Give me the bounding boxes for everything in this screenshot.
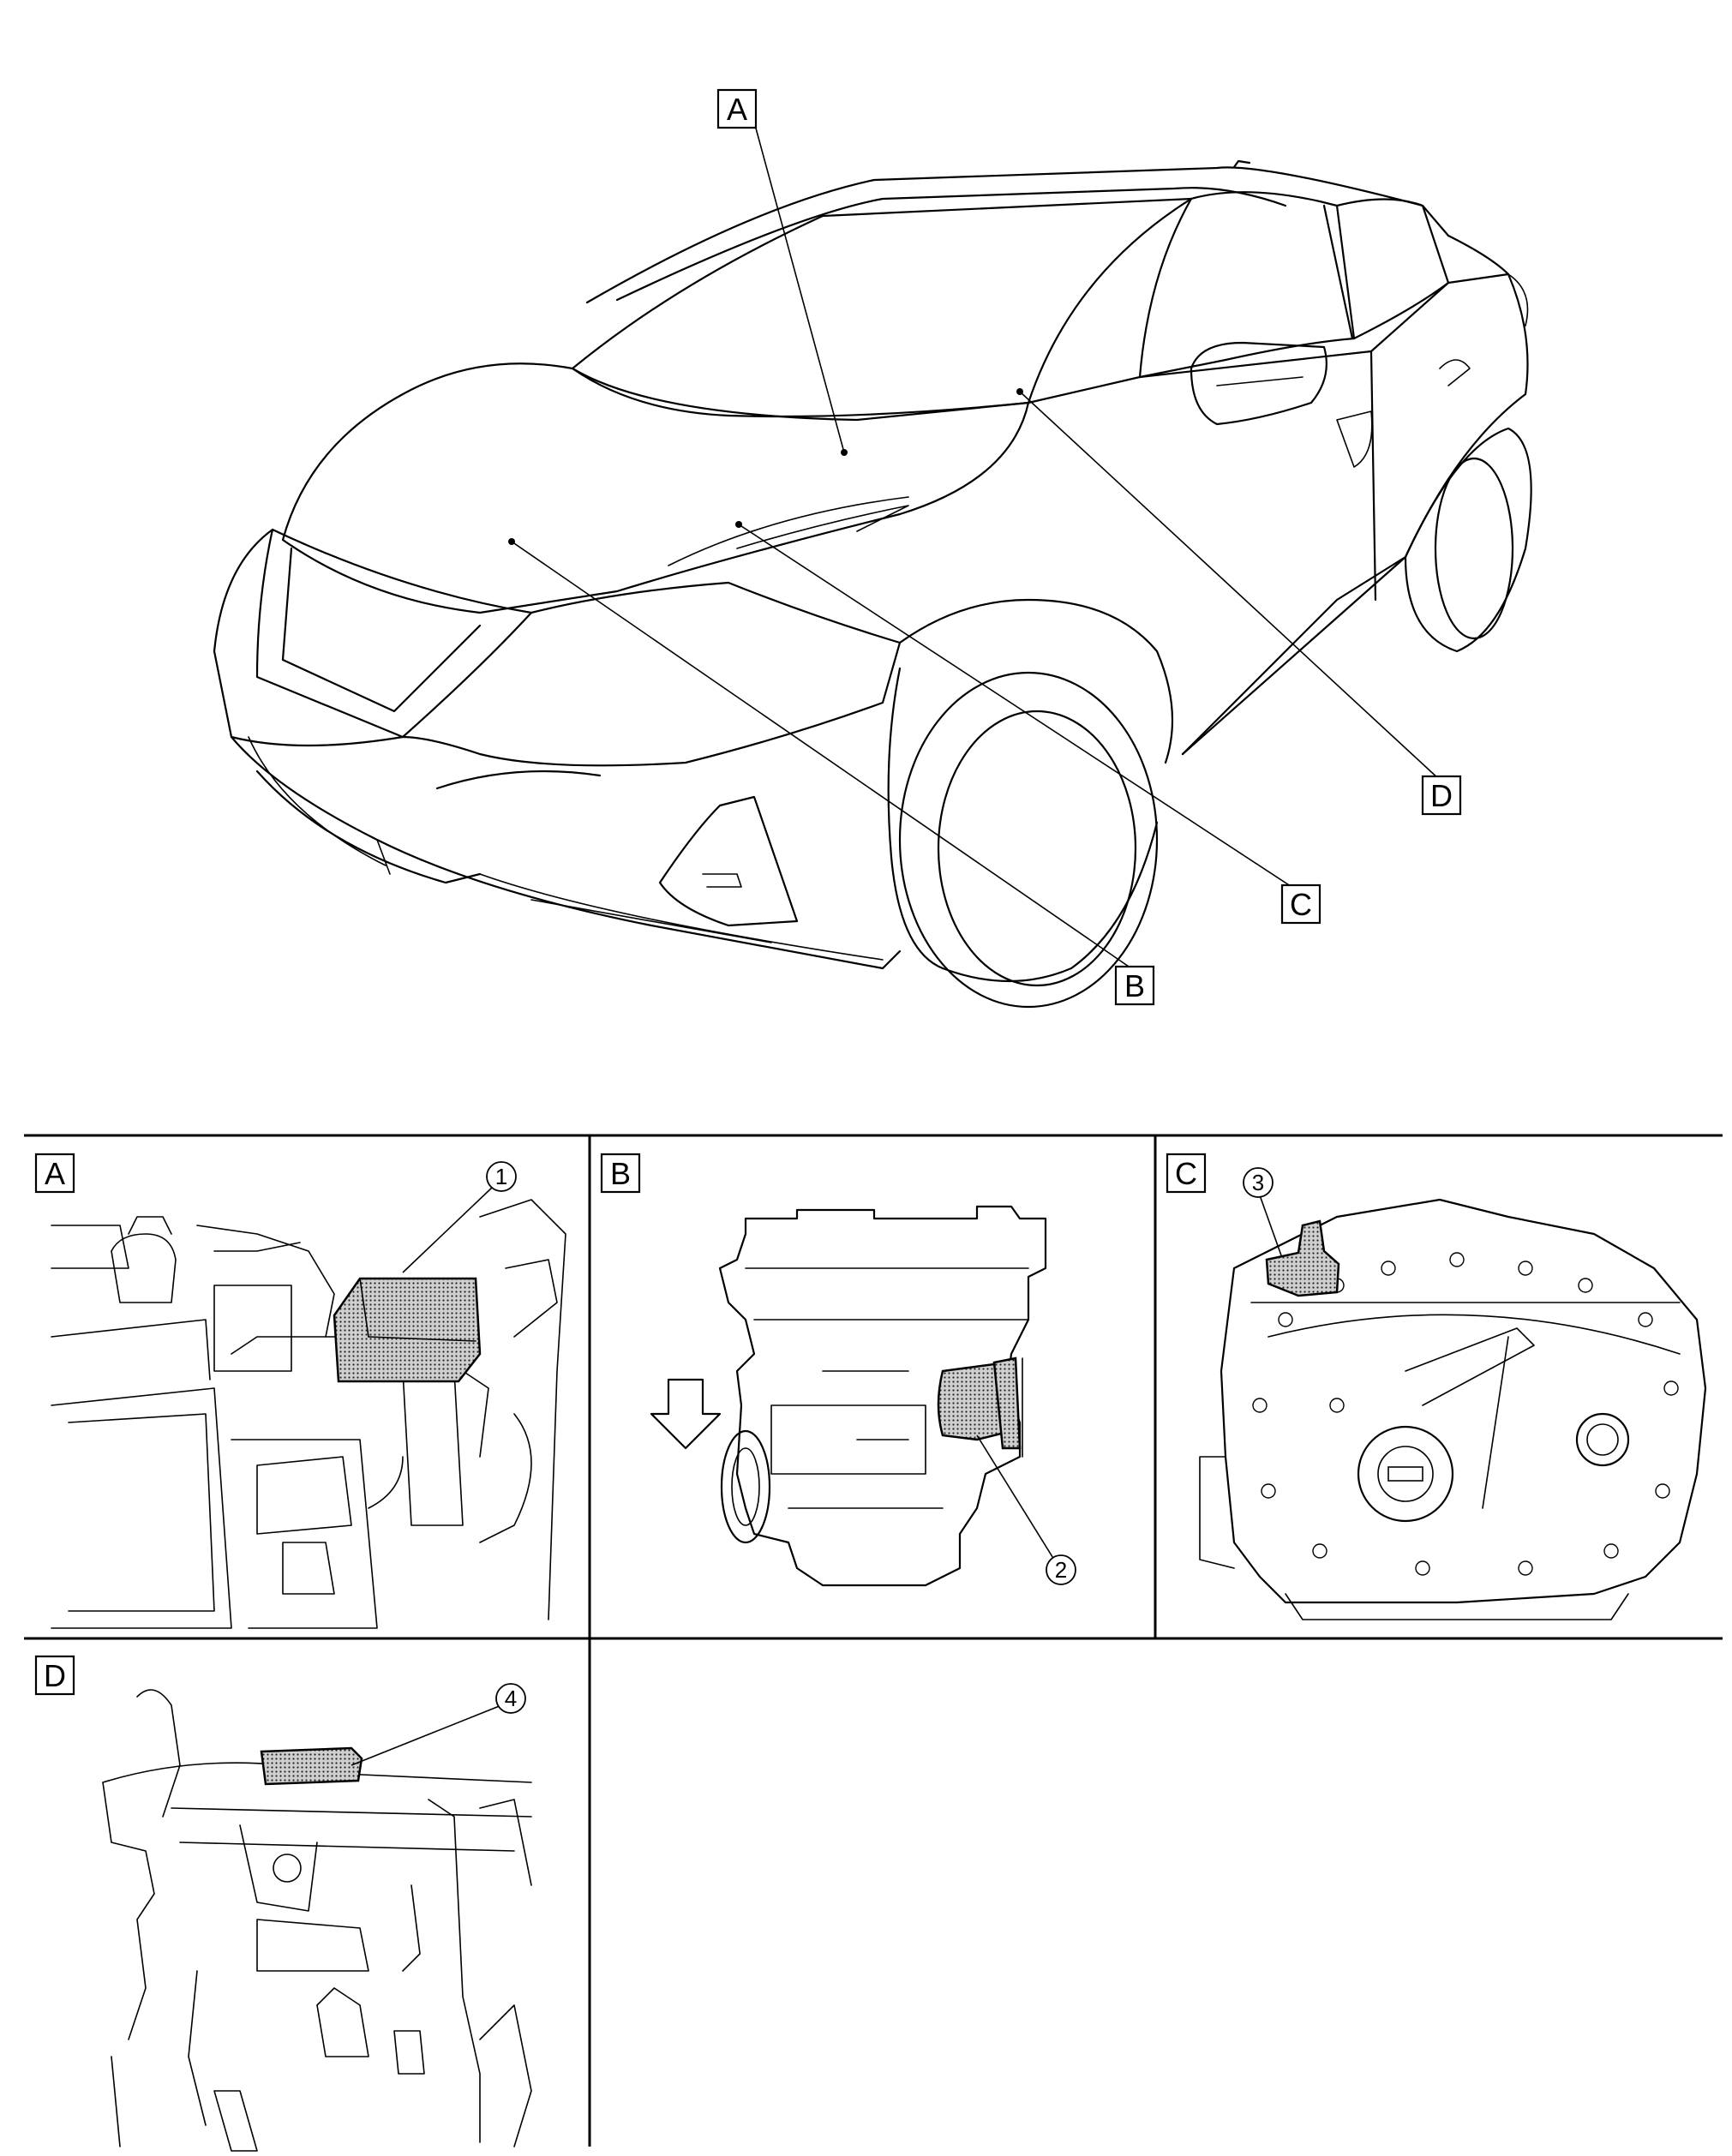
leader-line-d [1019,391,1441,781]
leader-line-b [511,541,1132,969]
leader-dot-a [841,449,848,456]
part-3-marker [1243,1167,1274,1198]
component-1-hatch [333,1277,482,1383]
svg-text:1: 1 [495,1164,507,1189]
callout-c: C [1280,883,1321,925]
panel-b-label: B [610,1156,631,1191]
part-2-marker [1046,1554,1076,1585]
component-3-hatch [1265,1219,1340,1297]
svg-text:4: 4 [505,1686,517,1711]
svg-text:B: B [1124,968,1145,1003]
component-4-hatch [260,1746,363,1786]
panel-d-label-box [34,1655,75,1696]
leader-dot-c [735,521,742,528]
part-1-marker [486,1161,517,1192]
panel-b-label-box [600,1153,641,1194]
callout-d: D [1421,775,1462,816]
leader-line-a [752,115,845,453]
panel-d: D 4 [34,1655,532,2152]
panel-d-label: D [44,1658,66,1693]
part-4-marker [495,1683,526,1714]
panel-c: C 3 [1166,1153,1707,1620]
panel-c-label-box [1166,1153,1207,1194]
leader-line-c [738,524,1299,892]
callout-b: B [1114,965,1155,1006]
panel-a-label-box [34,1153,75,1194]
callout-a: A [716,88,758,129]
panel-a-label: A [45,1156,65,1191]
leader-dot-b [508,538,515,545]
svg-text:A: A [727,92,747,127]
panel-c-label: C [1175,1156,1197,1191]
callout-leaders [508,115,1441,969]
detail-grid [24,1134,1723,2147]
component-2-hatch [937,1361,1013,1441]
vehicle-illustration [213,159,1532,1009]
panel-a: A 1 [34,1153,566,1629]
svg-text:C: C [1290,887,1312,922]
leader-dot-d [1016,388,1023,395]
front-direction-arrow [650,1378,722,1450]
svg-text:D: D [1430,778,1453,813]
svg-text:3: 3 [1252,1170,1264,1195]
panel-b: B 2 [600,1153,1076,1587]
svg-text:2: 2 [1055,1557,1067,1583]
